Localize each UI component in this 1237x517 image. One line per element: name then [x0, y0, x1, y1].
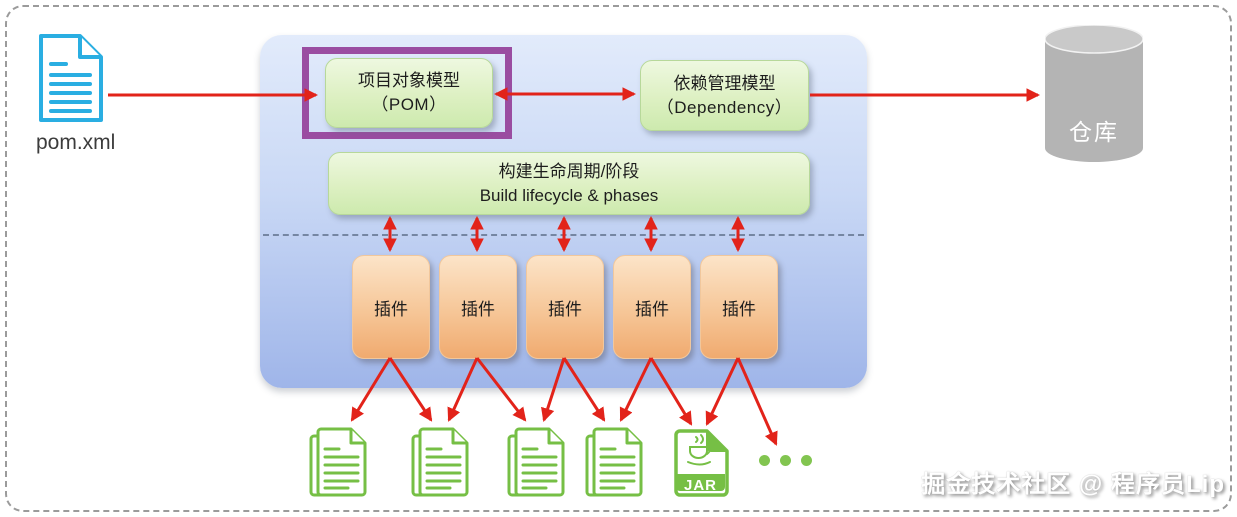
plugin-label-2: 插件 [461, 299, 495, 319]
plugin-box-3: 插件 [526, 255, 604, 359]
dependency-model-line1: 依赖管理模型 [673, 73, 776, 93]
plugin-label-1: 插件 [374, 299, 408, 319]
stacked-documents-icon [411, 427, 469, 497]
build-lifecycle-box: 构建生命周期/阶段 Build lifecycle & phases [328, 152, 810, 215]
jar-file-icon [674, 429, 729, 497]
stacked-documents-icon [507, 427, 565, 497]
lifecycle-plugin-divider [263, 234, 864, 236]
pom-file: pom.xml [36, 33, 116, 155]
plugin-box-1: 插件 [352, 255, 430, 359]
dependency-model-line2: （Dependency） [656, 97, 793, 117]
repository: 仓库 [1044, 24, 1144, 162]
pom-file-label: pom.xml [36, 131, 116, 154]
pom-model-box: 项目对象模型 （POM） [325, 58, 493, 128]
ellipsis-dots [759, 455, 812, 466]
build-lifecycle-line2: Build lifecycle & phases [479, 185, 659, 205]
dependency-model-box: 依赖管理模型 （Dependency） [640, 60, 809, 131]
repository-cylinder-icon [1044, 24, 1144, 162]
plugin-label-5: 插件 [722, 299, 756, 319]
pom-model-line1: 项目对象模型 [358, 71, 460, 91]
plugin-label-4: 插件 [635, 299, 669, 319]
pom-xml-file-icon [39, 34, 103, 122]
repository-label: 仓库 [1069, 119, 1119, 145]
plugin-box-5: 插件 [700, 255, 778, 359]
plugin-box-4: 插件 [613, 255, 691, 359]
plugin-box-2: 插件 [439, 255, 517, 359]
artifact-documents-4 [584, 426, 646, 498]
java-cup-icon [687, 434, 711, 466]
stacked-documents-icon [309, 427, 367, 497]
build-lifecycle-line1: 构建生命周期/阶段 [498, 161, 640, 181]
stacked-documents-icon [585, 427, 643, 497]
artifact-documents-3 [506, 426, 568, 498]
jar-file-label: JAR [683, 477, 717, 494]
jar-file: JAR [672, 429, 729, 497]
artifact-documents-2 [410, 426, 472, 498]
artifact-documents-1 [308, 426, 370, 498]
plugin-label-3: 插件 [548, 299, 582, 319]
pom-model-line2: （POM） [371, 95, 447, 114]
watermark: 掘金技术社区 @ 程序员Lip [921, 471, 1225, 498]
